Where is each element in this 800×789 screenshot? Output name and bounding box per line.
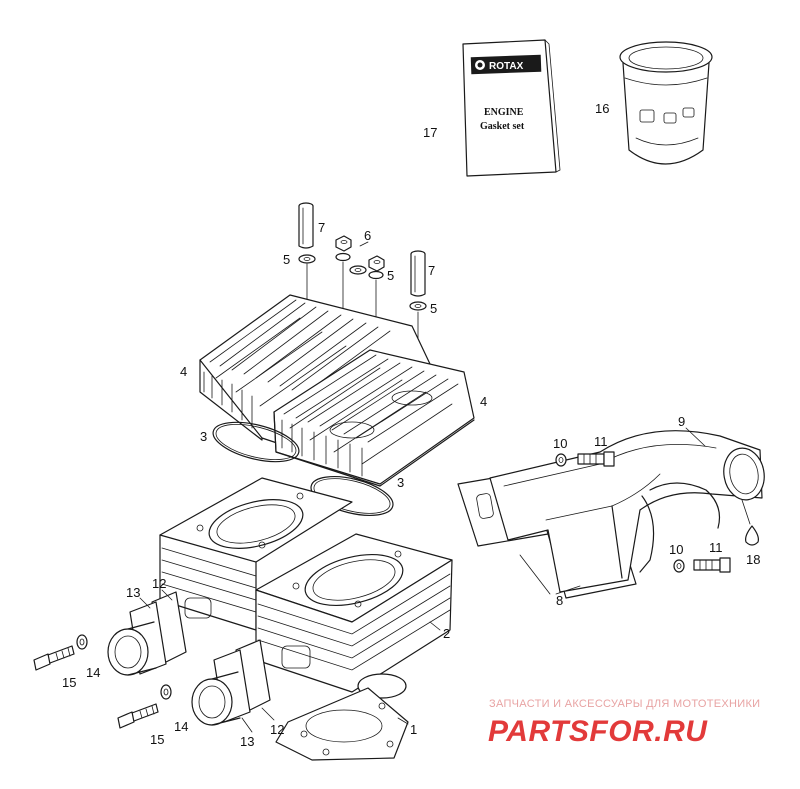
booklet-brand: ROTAX	[489, 61, 524, 72]
callout-14b: 14	[174, 719, 188, 734]
washer-10-lower	[673, 559, 685, 573]
washer-small-a	[335, 252, 351, 262]
callout-2: 2	[443, 626, 450, 641]
callout-12b: 12	[270, 722, 284, 737]
callout-15a: 15	[62, 675, 76, 690]
callout-1: 1	[410, 722, 417, 737]
callout-4b: 4	[480, 394, 487, 409]
o-ring-left	[212, 421, 300, 463]
callout-7b: 7	[428, 263, 435, 278]
callout-12a: 12	[152, 576, 166, 591]
base-gasket	[275, 687, 409, 761]
intake-flange-lower	[191, 639, 271, 726]
nut-6-b	[368, 255, 385, 272]
callout-11b: 11	[709, 540, 723, 555]
watermark: ЗАПЧАСТИ И АКСЕССУАРЫ ДЛЯ МОТОТЕХНИКИ PA…	[488, 698, 760, 748]
callout-5c: 5	[430, 301, 437, 316]
stud-left	[298, 202, 314, 249]
bolt-11-lower	[693, 557, 731, 573]
watermark-tagline: ЗАПЧАСТИ И АКСЕССУАРЫ ДЛЯ МОТОТЕХНИКИ	[489, 698, 760, 710]
nut-6-a	[335, 235, 352, 252]
cylinder-sleeve	[619, 41, 713, 165]
washer-10-upper	[555, 453, 567, 467]
washer-14-lower	[160, 684, 172, 700]
cylinder-head-front	[273, 349, 475, 487]
callout-5a: 5	[283, 252, 290, 267]
intake-flange-upper	[107, 591, 187, 676]
callout-10a: 10	[553, 436, 567, 451]
washer-14-upper	[76, 634, 88, 650]
washer-5-mid	[349, 265, 367, 275]
exhaust-manifold	[489, 430, 765, 593]
callout-14a: 14	[86, 665, 100, 680]
callout-3b: 3	[397, 475, 404, 490]
callout-15b: 15	[150, 732, 164, 747]
booklet-line-2: Gasket set	[480, 121, 525, 132]
washer-small-b	[368, 270, 384, 280]
cylinder-left	[159, 477, 353, 631]
callout-9: 9	[678, 414, 685, 429]
stud-right	[410, 250, 426, 297]
callout-4a: 4	[180, 364, 187, 379]
sealant-drop	[741, 499, 759, 546]
washer-5-right	[409, 301, 427, 311]
washer-5-left	[298, 254, 316, 264]
callout-13b: 13	[240, 734, 254, 749]
callout-8: 8	[556, 593, 563, 608]
callout-10b: 10	[669, 542, 683, 557]
callout-16: 16	[595, 101, 609, 116]
callout-7a: 7	[318, 220, 325, 235]
callout-6: 6	[364, 228, 371, 243]
callout-11a: 11	[594, 434, 608, 449]
callout-18: 18	[746, 552, 760, 567]
callout-17: 17	[423, 125, 437, 140]
o-ring-right	[310, 476, 394, 516]
bolt-15-lower	[117, 703, 159, 729]
gasket-set-booklet: ROTAX ENGINE Gasket set	[462, 39, 561, 177]
callout-3a: 3	[200, 429, 207, 444]
bolt-11-upper	[577, 451, 615, 467]
callout-13a: 13	[126, 585, 140, 600]
booklet-line-1: ENGINE	[484, 107, 524, 118]
bolt-15-upper	[33, 645, 75, 671]
leader-lines-lower	[139, 427, 706, 733]
callout-labels: 17 16 7 7 6 5 5 5 4 4 3 3 9 10 11 10 11 …	[62, 101, 760, 749]
watermark-site: PARTSFOR.RU	[488, 715, 708, 748]
cylinder-right	[184, 533, 453, 699]
callout-5b: 5	[387, 268, 394, 283]
